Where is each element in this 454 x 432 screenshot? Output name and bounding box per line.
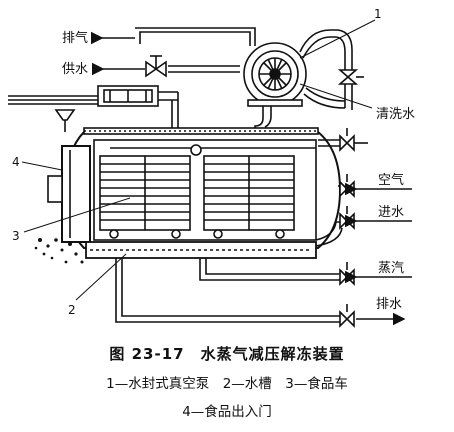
- pump-loop-pipe: [299, 29, 364, 110]
- thawing-apparatus-diagram: 排气 供水 清洗水 空气 进水 蒸汽 排水 1 4 3 2: [8, 7, 415, 328]
- water-supply-pipe: [91, 55, 240, 78]
- steam-pipe: [199, 258, 412, 286]
- right-outlet-top: [318, 128, 368, 152]
- water-inlet: [315, 206, 412, 247]
- number-2: 2: [68, 303, 76, 317]
- number-4: 4: [12, 155, 20, 169]
- legend-line-1: 1—水封式真空泵 2—水槽 3—食品车: [106, 376, 348, 392]
- cleaning-water-label: 清洗水: [376, 107, 415, 122]
- food-cart-right: [203, 155, 295, 239]
- cleaning-water-leader: [299, 83, 373, 109]
- drain-pipe: [115, 258, 406, 328]
- liquid-ring-vacuum-pump: [243, 42, 307, 107]
- air-label: 空气: [378, 172, 404, 188]
- internal-header-pipe: [110, 144, 316, 156]
- food-cart-left: [99, 155, 191, 239]
- pump-suction-pipe: [254, 106, 272, 130]
- loading-track: [8, 85, 179, 128]
- exhaust-pipe: [90, 27, 256, 46]
- leader-4: [21, 161, 63, 171]
- steam-label: 蒸汽: [378, 261, 404, 276]
- number-1: 1: [374, 7, 382, 21]
- leader-3: [23, 197, 131, 233]
- exhaust-label: 排气: [62, 30, 88, 46]
- drain-label: 排水: [376, 297, 402, 312]
- water-supply-valve: [145, 55, 167, 78]
- water-trough: [85, 241, 317, 259]
- figure-title: 图 23-17 水蒸气减压解冻装置: [109, 345, 345, 363]
- air-inlet: [338, 174, 412, 198]
- ground-debris: [34, 238, 84, 264]
- leader-2: [75, 253, 127, 301]
- funnel: [54, 109, 76, 132]
- food-door: [61, 145, 91, 243]
- number-3: 3: [12, 229, 20, 243]
- loop-valve: [337, 69, 364, 85]
- water-supply-label: 供水: [62, 62, 88, 77]
- legend-line-2: 4—食品出入门: [182, 404, 272, 420]
- pump-leader: [299, 19, 376, 59]
- water-in-label: 进水: [378, 205, 404, 220]
